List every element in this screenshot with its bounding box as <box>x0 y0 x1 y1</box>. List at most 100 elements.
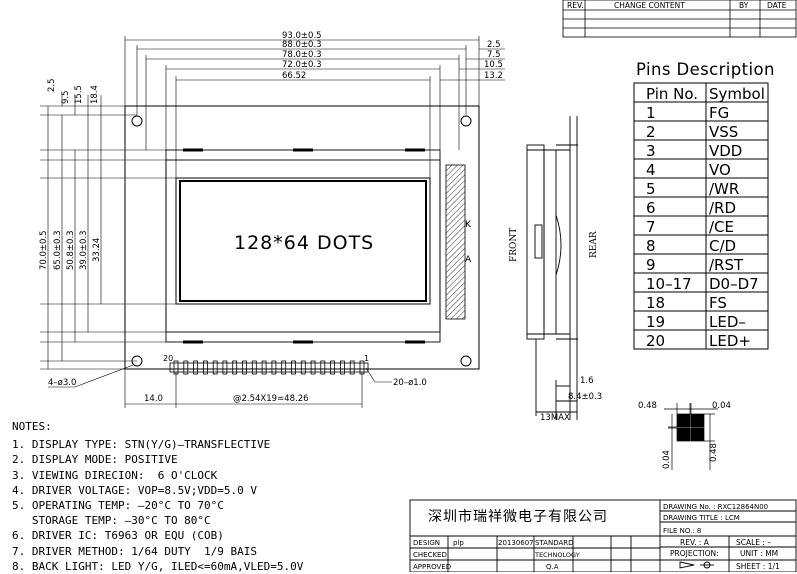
tb-design: DESIGN <box>413 539 440 547</box>
pin-number: 9 <box>646 256 656 274</box>
rev-header: REV. <box>567 1 584 10</box>
dim-left-small-4: 18.4 <box>90 85 100 104</box>
date-header: DATE <box>767 1 787 10</box>
mount-holes-label: 4–ø3.0 <box>48 378 76 388</box>
tb-date: 20130607 <box>498 539 534 547</box>
pin-symbol: FS <box>709 294 727 312</box>
tb-unit: UNIT : MM <box>740 549 778 558</box>
pin-symbol: /CE <box>709 218 734 236</box>
pin-symbol: FG <box>709 104 729 122</box>
pin <box>300 360 306 375</box>
note-2: 2. DISPLAY MODE: POSITIVE <box>12 453 178 467</box>
dim-height-holes: 65.0±0.3 <box>53 230 63 270</box>
left-small-dim-lines <box>40 95 176 370</box>
pixel-detail <box>664 403 718 470</box>
note-4: 4. DRIVER VOLTAGE: VOP=8.5V;VDD=5.0 V <box>12 483 258 497</box>
pins-header-no: Pin No. <box>646 85 698 103</box>
pin-symbol: /WR <box>709 180 739 198</box>
backlight-k-label: K <box>465 220 472 230</box>
dim-side-3: 13MAX <box>540 413 570 423</box>
backlight-a-label: A <box>465 255 472 265</box>
pin <box>222 360 228 375</box>
notes-block: NOTES: 1. DISPLAY TYPE: STN(Y/G)–TRANSFL… <box>12 419 303 574</box>
tb-scale: SCALE : – <box>736 538 771 547</box>
pin <box>320 360 326 375</box>
pins-header-symbol: Symbol <box>709 85 765 103</box>
pin-symbol: VSS <box>709 123 738 141</box>
dim-left-small-3: 15.5 <box>74 85 84 104</box>
pin-number: 1 <box>646 104 656 122</box>
pixel-gap-vertical-label: 0.04 <box>662 450 672 469</box>
pin-number: 20 <box>646 332 665 350</box>
note-8: 8. BACK LIGHT: LED Y/G, ILED<=60mA,VLED=… <box>12 559 304 573</box>
bottom-dimension-lines <box>48 364 392 408</box>
rear-label: REAR <box>589 231 599 258</box>
pins-description-title: Pins Description <box>636 60 775 79</box>
dim-pin-offset: 14.0 <box>144 394 163 404</box>
pin-number: 8 <box>646 237 656 255</box>
pin <box>202 360 208 375</box>
tb-drawing-no: DRAWING No. : RXC12864N00 <box>663 503 768 511</box>
pin <box>251 360 257 375</box>
dim-width-active: 66.52 <box>282 71 306 81</box>
tb-drawing-title: DRAWING TITLE : LCM <box>663 514 740 522</box>
dim-height-bezel: 50.8±0.3 <box>66 230 76 270</box>
pin-symbol: D0–D7 <box>709 275 759 293</box>
pin <box>330 360 336 375</box>
tb-approved: APPROVED <box>413 563 451 571</box>
dim-height-outline: 70.0±0.5 <box>39 230 49 270</box>
tb-rev: REV. : A <box>680 538 710 547</box>
pin-number: 5 <box>646 180 656 198</box>
dim-pin-pitch: @2.54X19=48.26 <box>233 394 309 404</box>
pin-symbol: C/D <box>709 237 736 255</box>
pin-last-label: 1 <box>364 354 369 363</box>
note-1: 1. DISPLAY TYPE: STN(Y/G)–TRANSFLECTIVE <box>12 438 271 452</box>
dim-side-1: 1.6 <box>580 376 594 386</box>
front-label: FRONT <box>509 228 519 262</box>
pin <box>193 360 199 375</box>
dim-left-small-1: 2.5 <box>47 78 57 92</box>
pin-header-frame <box>169 362 369 373</box>
pin-symbol: LED– <box>709 313 746 331</box>
pin <box>291 360 296 375</box>
change-content-header: CHANGE CONTENT <box>614 1 685 10</box>
tb-projection: PROJECTION: <box>670 549 719 558</box>
pin-number: 7 <box>646 218 656 236</box>
dim-right-1: 2.5 <box>487 40 501 50</box>
pin <box>339 360 345 375</box>
pin-symbol: /RST <box>709 256 744 274</box>
pixel-height-label: 0.48 <box>709 443 719 462</box>
tb-file-no: FILE NO.: 8 <box>663 527 701 535</box>
pin <box>310 360 316 375</box>
pin <box>271 360 277 375</box>
note-3: 3. VIEWING DIRECION: 6 O'CLOCK <box>12 468 218 482</box>
dim-right-3: 10.5 <box>484 60 503 70</box>
pin-header <box>169 360 369 375</box>
tb-checked: CHECKED <box>413 551 447 559</box>
pin <box>281 360 287 375</box>
note-6: 6. DRIVER IC: T6963 OR EQU (COB) <box>12 529 224 543</box>
notes-title: NOTES: <box>12 420 52 433</box>
tb-standard: STANDARD <box>535 539 574 547</box>
title-block <box>409 499 797 572</box>
dim-width-outline: 93.0±0.5 <box>282 31 322 41</box>
pin-symbol: LED+ <box>709 332 751 350</box>
pin <box>242 360 247 375</box>
pin-holes-label: 20–ø1.0 <box>393 378 427 388</box>
pin-number: 19 <box>646 313 665 331</box>
note-5: 5. OPERATING TEMP: –20°C TO 70°C <box>12 499 224 513</box>
tb-technology: TECHNOLOGY <box>534 551 580 559</box>
pin <box>183 360 189 375</box>
pin <box>349 360 355 375</box>
company-name: 深圳市瑞祥微电子有限公司 <box>428 509 608 525</box>
tb-sheet: SHEET : 1/1 <box>736 562 780 571</box>
tb-designer: plp <box>453 539 464 547</box>
pin <box>232 360 238 375</box>
dim-height-active: 33.24 <box>92 238 102 262</box>
pin-number: 10–17 <box>646 275 692 293</box>
pin <box>261 360 267 375</box>
dim-width-bezel: 78.0±0.3 <box>282 50 322 60</box>
top-dimension-lines <box>124 36 505 178</box>
dim-right-4: 13.2 <box>484 71 503 81</box>
